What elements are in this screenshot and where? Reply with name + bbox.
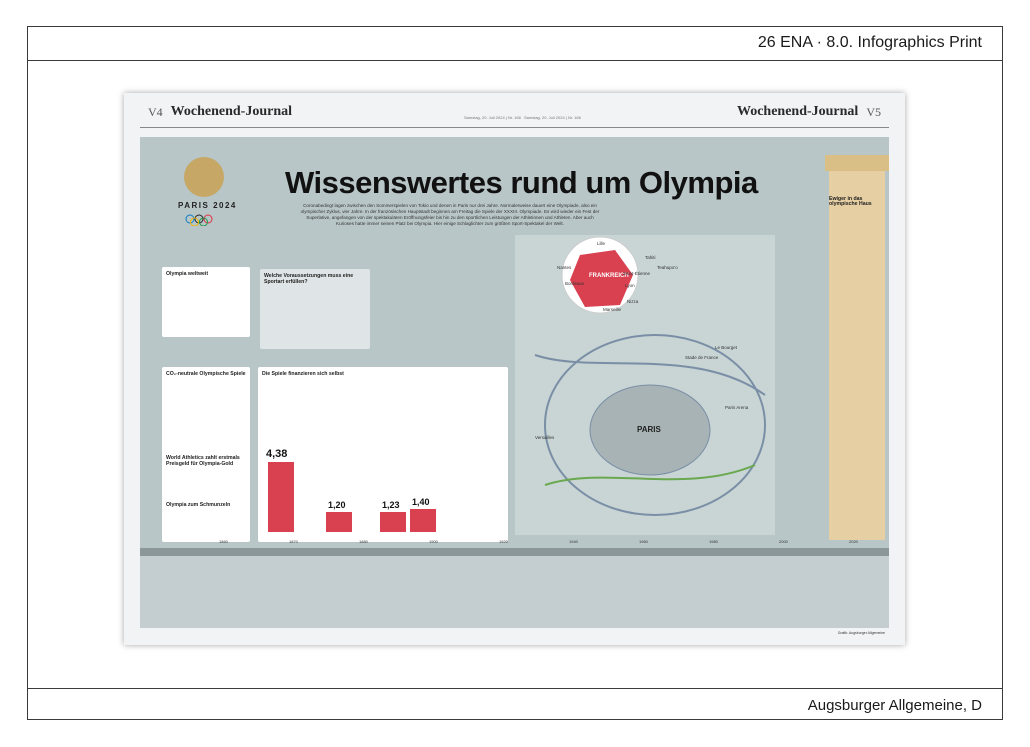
right-page-number: V5 [866,104,881,119]
publisher-label: Augsburger Allgemeine, D [807,697,982,714]
top-divider [27,60,1003,61]
infographic-panel: PARIS 2024 Wissenswertes rund um Olympia… [140,137,889,552]
year-tick-9: 2000 [779,539,788,544]
date-left: Samstag, 20. Juli 2024 | Nr. 166 [464,115,521,120]
olympia-fun-heading: Olympia zum Schmunzeln [166,502,231,508]
map-label-le-bourget: Le Bourget [715,345,738,350]
olympic-rings-icon [185,214,213,226]
worldwide-heading: Olympia weltweit [166,271,209,277]
route-map-graphic [534,236,766,516]
date-right: Samstag, 20. Juli 2024 | Nr. 166 [524,115,581,120]
column-capital [825,155,889,171]
year-tick-4: 1900 [429,539,438,544]
graphic-credit: Grafik: Augsburger Allgemeine [837,631,885,635]
left-page-header: V4 Wochenend-Journal [140,101,292,123]
co2-heading: CO₂-neutrale Olympische Spiele [166,371,246,377]
map-label-saint-etienne: Saint-Étienne [623,271,651,276]
map-label-paris-arena: Paris Arena [725,405,749,410]
year-tick-10: 2020 [849,539,858,544]
year-tick-6: 1940 [569,539,578,544]
paris-2024-logo: PARIS 2024 [178,157,237,247]
year-tick-1: 1860 [219,539,228,544]
award-category: 26 ENA · 8.0. Infographics Print [757,34,982,51]
map-label-bordeaux: Bordeaux [565,281,585,286]
column-pillar [829,155,885,540]
prereq-heading: Welche Voraussetzungen muss eine Sportar… [264,273,354,285]
bar-4-label: 1,40 [412,497,430,507]
france-label: FRANKREICH [589,273,629,279]
map-label-tahiti: Tahiti [645,255,656,260]
newspaper-spread: V4 Wochenend-Journal Samstag, 20. Juli 2… [124,93,905,645]
co2-box: CO₂-neutrale Olympische Spiele World Ath… [162,367,250,542]
year-tick-7: 1960 [639,539,648,544]
paper-name-right: Wochenend-Journal [736,104,859,119]
page-title: Wissenswertes rund um Olympia [285,165,758,200]
year-tick-5: 1920 [499,539,508,544]
bar-2-label: 1,20 [328,500,346,510]
bar-4 [410,509,436,532]
bar-1 [268,462,294,532]
outer-frame [27,26,1003,720]
paper-name-left: Wochenend-Journal [170,104,293,119]
header-rule [140,127,889,128]
intro-text: Coronabedingt lagen zwischen den Sommers… [300,203,600,226]
logo-flame-emblem [184,157,224,197]
map-label-teahupoo: Teahupo'o [657,265,678,270]
athletics-heading: World Athletics zahlt erstmals Preisgeld… [166,455,240,467]
history-strip [140,556,889,628]
timeline-bar [140,548,889,556]
prereq-box: Welche Voraussetzungen muss eine Sportar… [260,269,370,349]
pillar-heading: Ewiger in das olympische Haus [829,196,872,207]
map-label-lyon: Lyon [625,283,635,288]
map-label-lille: Lille [597,241,606,246]
map-label-nizza: Nizza [627,299,639,304]
paris-label: PARIS [637,425,661,434]
map-label-nantes: Nantes [557,265,572,270]
year-tick-8: 1980 [709,539,718,544]
paris-map: FRANKREICH PARIS Lille Tahiti Teahupo'o … [515,235,775,535]
bar-3-label: 1,23 [382,500,400,510]
logo-text: PARIS 2024 [178,201,237,210]
bottom-divider [27,688,1003,689]
map-label-marseille: Marseille [603,307,622,312]
finance-heading: Die Spiele finanzieren sich selbst [262,371,344,377]
bar-3 [380,512,406,532]
left-page-number: V4 [148,104,163,119]
worldwide-box: Olympia weltweit [162,267,250,337]
right-page-header: Wochenend-Journal V5 [737,101,889,123]
bar-1-label: 4,38 [266,448,288,460]
map-label-versailles: Versailles [535,435,555,440]
finance-bar-chart: 4,38 1,20 1,23 1,40 [260,392,480,532]
year-tick-3: 1880 [359,539,368,544]
bar-2 [326,512,352,532]
year-tick-2: 1870 [289,539,298,544]
map-label-stade-de-france: Stade de France [685,355,719,360]
